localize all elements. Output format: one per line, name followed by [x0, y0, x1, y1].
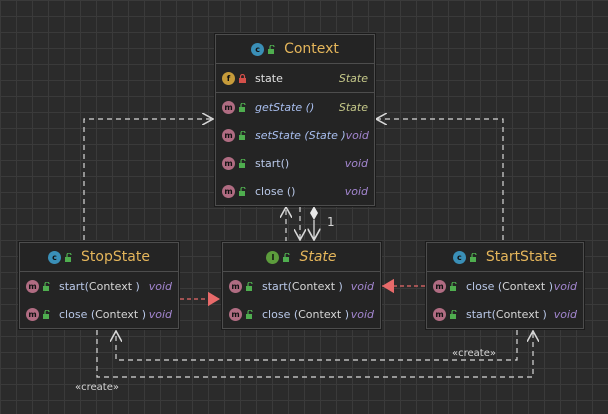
stopstate-creates-startstate-arrow — [96, 330, 533, 378]
method-icon: m — [222, 128, 235, 142]
method-signature: close (Context ) — [59, 307, 147, 321]
startstate-class-header: c StartState — [427, 243, 583, 272]
return-type: void — [553, 307, 577, 321]
return-type: void — [350, 279, 374, 293]
method-row-close[interactable]: m close (Context ) void — [20, 300, 178, 328]
multiplicity-label: 1 — [327, 215, 335, 229]
method-row-close[interactable]: m close (Context ) void — [223, 300, 380, 328]
public-unlock-icon — [239, 102, 246, 112]
method-row-setstate[interactable]: m setState (State ) void — [216, 121, 374, 149]
public-unlock-icon — [43, 309, 50, 319]
composition-diamond — [310, 206, 318, 220]
method-icon: m — [229, 279, 242, 293]
public-unlock-icon — [283, 252, 291, 262]
context-class-header: c Context — [216, 35, 374, 64]
method-name: close () — [255, 184, 296, 198]
public-unlock-icon — [239, 158, 246, 168]
method-icon: m — [222, 156, 235, 170]
stopstate-class-name: StopState — [81, 249, 150, 265]
method-icon: m — [26, 307, 39, 321]
public-unlock-icon — [239, 130, 246, 140]
method-row-start[interactable]: m start() void — [216, 149, 374, 177]
field-name: state — [255, 71, 283, 85]
method-row-start[interactable]: m start(Context ) void — [20, 272, 178, 300]
create-label-bottom: «create» — [75, 382, 119, 393]
public-unlock-icon — [246, 309, 253, 319]
state-interface-header: I State — [223, 243, 380, 272]
method-name: start() — [255, 156, 290, 170]
startstate-class-box[interactable]: c StartState m close (Context ) void m s… — [426, 242, 584, 329]
class-icon: c — [452, 250, 466, 264]
method-row-getstate[interactable]: m getState () State — [216, 93, 374, 121]
public-unlock-icon — [43, 281, 50, 291]
return-type: State — [338, 100, 368, 114]
startstate-creates-stopstate-arrow — [116, 330, 518, 361]
method-row-close[interactable]: m close (Context ) void — [427, 272, 583, 300]
public-unlock-icon — [246, 281, 253, 291]
stopstate-class-box[interactable]: c StopState m start(Context ) void m clo… — [19, 242, 179, 329]
method-row-start[interactable]: m start(Context ) void — [223, 272, 380, 300]
class-icon: c — [251, 42, 265, 56]
class-icon: c — [48, 250, 62, 264]
context-field-row[interactable]: f state State — [216, 64, 374, 93]
method-signature: start(Context ) — [466, 307, 547, 321]
method-icon: m — [229, 307, 242, 321]
return-type: void — [553, 279, 577, 293]
stopstate-to-context-arrow — [83, 119, 213, 240]
interface-icon: I — [266, 250, 280, 264]
public-unlock-icon — [239, 186, 246, 196]
state-interface-box[interactable]: I State m start(Context ) void m close (… — [222, 242, 381, 329]
context-class-box[interactable]: c Context f state State m getState () St… — [215, 34, 375, 206]
method-row-start[interactable]: m start(Context ) void — [427, 300, 583, 328]
create-label-top: «create» — [452, 348, 496, 359]
return-type: void — [148, 307, 172, 321]
state-interface-name: State — [299, 249, 337, 265]
return-type: void — [350, 307, 374, 321]
public-unlock-icon — [469, 252, 477, 262]
method-signature: close (Context ) — [262, 307, 350, 321]
field-type: State — [338, 71, 368, 85]
method-icon: m — [222, 184, 235, 198]
private-lock-icon — [239, 73, 246, 83]
public-unlock-icon — [268, 44, 275, 54]
method-signature: close (Context ) — [466, 279, 554, 293]
return-type: void — [344, 184, 368, 198]
field-icon: f — [222, 71, 235, 85]
startstate-to-context-arrow — [376, 119, 504, 240]
return-type: void — [148, 279, 172, 293]
method-icon: m — [433, 279, 446, 293]
startstate-class-name: StartState — [485, 249, 558, 265]
public-unlock-icon — [450, 281, 457, 291]
method-icon: m — [26, 279, 39, 293]
method-name: getState () — [255, 100, 315, 114]
public-unlock-icon — [65, 252, 72, 262]
method-row-close[interactable]: m close () void — [216, 177, 374, 205]
method-name: setState (State ) — [255, 128, 346, 142]
return-type: void — [344, 156, 368, 170]
method-icon: m — [433, 307, 446, 321]
method-icon: m — [222, 100, 235, 114]
return-type: void — [345, 128, 369, 142]
stopstate-class-header: c StopState — [20, 243, 178, 272]
method-signature: start(Context ) — [262, 279, 343, 293]
context-class-name: Context — [284, 41, 339, 57]
public-unlock-icon — [450, 309, 457, 319]
method-signature: start(Context ) — [59, 279, 140, 293]
